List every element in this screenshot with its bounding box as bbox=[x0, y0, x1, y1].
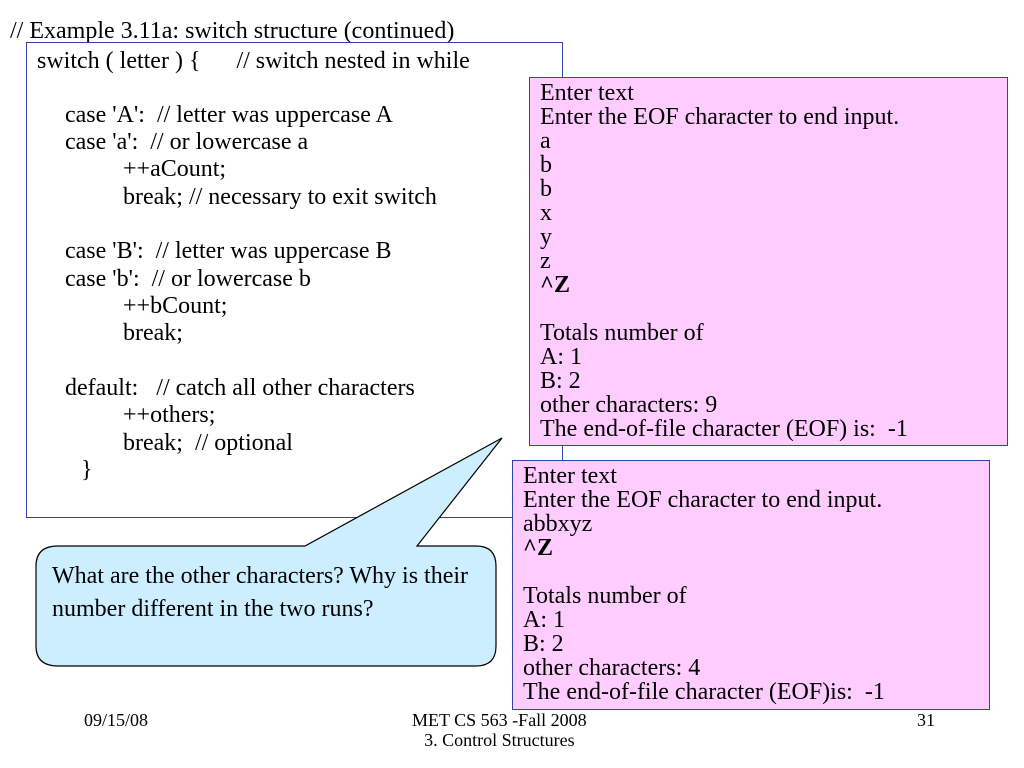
code-line: break; bbox=[123, 320, 183, 346]
code-line: switch ( letter ) { // switch nested in … bbox=[37, 48, 470, 74]
code-line: case 'b': // or lowercase b bbox=[65, 266, 311, 292]
output-line: Enter text bbox=[540, 80, 634, 106]
code-line: } bbox=[81, 457, 93, 483]
code-line: ++others; bbox=[123, 402, 216, 428]
callout-shape bbox=[35, 437, 503, 667]
slide-title: // Example 3.11a: switch structure (cont… bbox=[10, 18, 455, 44]
output-line: z bbox=[540, 248, 551, 274]
output-line: The end-of-file character (EOF)is: -1 bbox=[523, 679, 885, 705]
output-line: Enter text bbox=[523, 463, 617, 489]
code-line: ++aCount; bbox=[123, 156, 227, 182]
code-line: case 'a': // or lowercase a bbox=[65, 129, 309, 155]
output-line-eof: ^Z bbox=[540, 272, 570, 298]
callout-text: What are the other characters? Why is th… bbox=[52, 563, 469, 622]
code-line: ++bCount; bbox=[123, 293, 228, 319]
output-line: a bbox=[540, 128, 551, 154]
footer-course-name: MET CS 563 -Fall 2008 bbox=[412, 710, 587, 730]
output-line: Totals number of bbox=[540, 320, 704, 346]
output-line: The end-of-file character (EOF) is: -1 bbox=[540, 416, 908, 442]
code-line: break; // necessary to exit switch bbox=[123, 184, 437, 210]
output-line: b bbox=[540, 152, 552, 178]
footer-course: MET CS 563 -Fall 2008 3. Control Structu… bbox=[412, 710, 587, 750]
output-line: B: 2 bbox=[540, 368, 581, 394]
code-line: case 'B': // letter was uppercase B bbox=[65, 238, 392, 264]
output-line: A: 1 bbox=[523, 607, 565, 633]
output-line: Enter the EOF character to end input. bbox=[540, 104, 900, 130]
output-line-eof: ^Z bbox=[523, 535, 553, 561]
footer-chapter: 3. Control Structures bbox=[424, 730, 575, 750]
output-run-1: Enter text Enter the EOF character to en… bbox=[529, 77, 1008, 446]
code-line: case 'A': // letter was uppercase A bbox=[65, 102, 393, 128]
output-line: b bbox=[540, 176, 552, 202]
output-line: abbxyz bbox=[523, 511, 593, 537]
footer-date: 09/15/08 bbox=[84, 710, 149, 730]
output-line: A: 1 bbox=[540, 344, 582, 370]
code-line: default: // catch all other characters bbox=[65, 375, 415, 401]
output-line: other characters: 4 bbox=[523, 655, 701, 681]
output-line: Totals number of bbox=[523, 583, 687, 609]
output-line: B: 2 bbox=[523, 631, 564, 657]
code-line: break; // optional bbox=[123, 430, 293, 456]
code-box: switch ( letter ) { // switch nested in … bbox=[26, 42, 563, 518]
output-line: x bbox=[540, 200, 552, 226]
output-line: y bbox=[540, 224, 552, 250]
page-number: 31 bbox=[917, 710, 935, 730]
output-line: Enter the EOF character to end input. bbox=[523, 487, 883, 513]
output-line: other characters: 9 bbox=[540, 392, 718, 418]
output-run-2: Enter text Enter the EOF character to en… bbox=[512, 460, 990, 710]
